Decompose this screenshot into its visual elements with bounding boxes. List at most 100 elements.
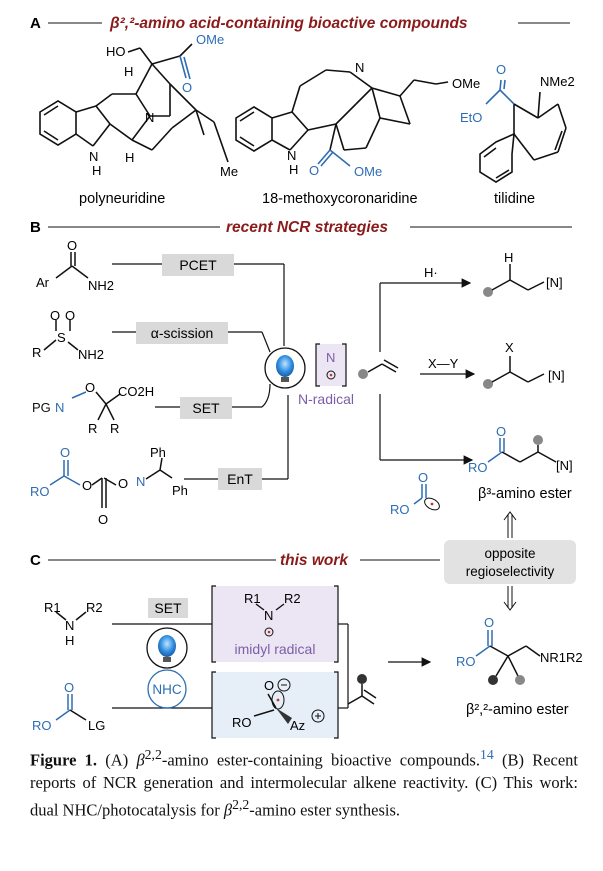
svg-text:O: O (484, 615, 494, 630)
svg-text:O: O (64, 680, 74, 695)
svg-text:N: N (89, 149, 98, 164)
svg-text:O: O (60, 445, 70, 460)
compound-name-polyneuridine: polyneuridine (79, 191, 165, 207)
svg-text:RO: RO (30, 484, 50, 499)
method-label-pcet: PCET (179, 257, 217, 273)
svg-text:N: N (355, 60, 364, 75)
n-radical-label: N-radical (298, 391, 354, 407)
svg-text:opposite: opposite (484, 546, 535, 561)
svg-text:R1: R1 (44, 600, 61, 615)
section-b-title: recent NCR strategies (226, 219, 388, 236)
light-bulb-icon (276, 355, 294, 377)
svg-text:O: O (309, 163, 319, 178)
svg-text:O: O (67, 238, 77, 253)
svg-text:NR1R2: NR1R2 (540, 650, 583, 665)
svg-text:O: O (50, 308, 60, 323)
photocatalyst-cycle-b (264, 347, 306, 389)
svg-text:N: N (145, 110, 154, 125)
svg-text:N: N (136, 474, 145, 489)
acid-substrate (71, 391, 121, 421)
svg-text:RO: RO (456, 654, 476, 669)
svg-text:H: H (125, 150, 134, 165)
svg-text:[N]: [N] (546, 275, 563, 290)
beta3-product-name: β³-amino ester (478, 486, 572, 502)
svg-text:O: O (496, 424, 506, 439)
tilidine-structure (479, 79, 567, 183)
svg-text:S: S (57, 330, 66, 345)
svg-text:O: O (118, 476, 128, 491)
svg-text:R: R (32, 345, 41, 360)
section-a-letter: A (30, 15, 41, 32)
svg-text:EtO: EtO (460, 110, 482, 125)
method-box-scission (136, 322, 228, 344)
reagent-h: H· (424, 265, 438, 280)
svg-text:Ph: Ph (172, 483, 188, 498)
method-label-ent: EnT (227, 471, 253, 487)
section-b-letter: B (30, 219, 41, 236)
svg-text:H: H (65, 633, 74, 648)
svg-text:N: N (264, 608, 273, 623)
method-connector-lines (112, 263, 289, 480)
imidyl-radical-name: imidyl radical (235, 641, 316, 657)
svg-text:O: O (85, 380, 95, 395)
svg-text:H: H (92, 163, 101, 178)
coronaridine-structure (235, 69, 449, 167)
svg-text:O: O (98, 512, 108, 527)
polyneuridine-structure (39, 43, 229, 163)
reagent-xy: X—Y (428, 356, 459, 371)
svg-text:HO: HO (106, 44, 126, 59)
svg-text:O: O (496, 62, 506, 77)
svg-text:PG: PG (32, 400, 51, 415)
svg-text:N: N (55, 400, 64, 415)
svg-text:O: O (65, 308, 75, 323)
imidyl-radical-box (212, 586, 338, 662)
method-box-pcet (162, 254, 234, 276)
svg-text:R1: R1 (244, 591, 261, 606)
svg-text:X: X (505, 340, 514, 355)
svg-text:OMe: OMe (354, 164, 382, 179)
section-c-letter: C (30, 552, 41, 569)
nhc-cycle (147, 669, 187, 709)
figure-label: Figure 1. (30, 750, 98, 770)
svg-text:NMe2: NMe2 (540, 74, 575, 89)
svg-text:NH2: NH2 (88, 278, 114, 293)
product-arrows (379, 278, 476, 465)
svg-text:LG: LG (88, 718, 105, 733)
section-a-title: β²,²-amino acid-containing bioactive com… (109, 15, 468, 32)
amide-substrate (55, 252, 89, 279)
method-label-scission: α-scission (151, 325, 214, 341)
svg-text:RO: RO (232, 715, 252, 730)
svg-text:Me: Me (220, 164, 238, 179)
svg-text:NH2: NH2 (78, 347, 104, 362)
svg-text:OMe: OMe (452, 76, 480, 91)
set-box (148, 598, 188, 618)
section-c: C this work opposite regioselectivity R1… (30, 511, 583, 739)
sulfonamide-substrate (43, 320, 79, 351)
reference-14[interactable]: 14 (479, 747, 494, 762)
opposite-regioselectivity-box (444, 540, 576, 584)
photocatalyst-cycle-c (146, 627, 188, 669)
nhc-label: NHC (152, 682, 181, 697)
svg-text:regioselectivity: regioselectivity (466, 564, 555, 579)
svg-text:RO: RO (468, 460, 488, 475)
svg-text:OMe: OMe (196, 32, 224, 47)
svg-text:O: O (264, 678, 274, 693)
section-b: B recent NCR strategies O Ar NH2 O O S R… (30, 219, 573, 527)
svg-text:H: H (289, 162, 298, 177)
compound-name-coronaridine: 18-methoxycoronaridine (262, 191, 418, 207)
svg-text:N: N (65, 618, 74, 633)
svg-text:N: N (326, 350, 335, 365)
svg-text:R2: R2 (86, 600, 103, 615)
svg-text:RO: RO (390, 502, 410, 517)
svg-text:R: R (110, 421, 119, 436)
method-label-set: SET (192, 400, 220, 416)
svg-text:O: O (182, 80, 192, 95)
compound-name-tilidine: tilidine (494, 191, 535, 207)
svg-text:CO2H: CO2H (118, 384, 154, 399)
svg-text:[N]: [N] (548, 368, 565, 383)
svg-text:R: R (88, 421, 97, 436)
svg-text:[N]: [N] (556, 458, 573, 473)
method-box-set (180, 397, 232, 419)
section-a: A β²,²-amino acid-containing bioactive c… (30, 15, 575, 207)
oxalate-substrate (49, 457, 173, 508)
